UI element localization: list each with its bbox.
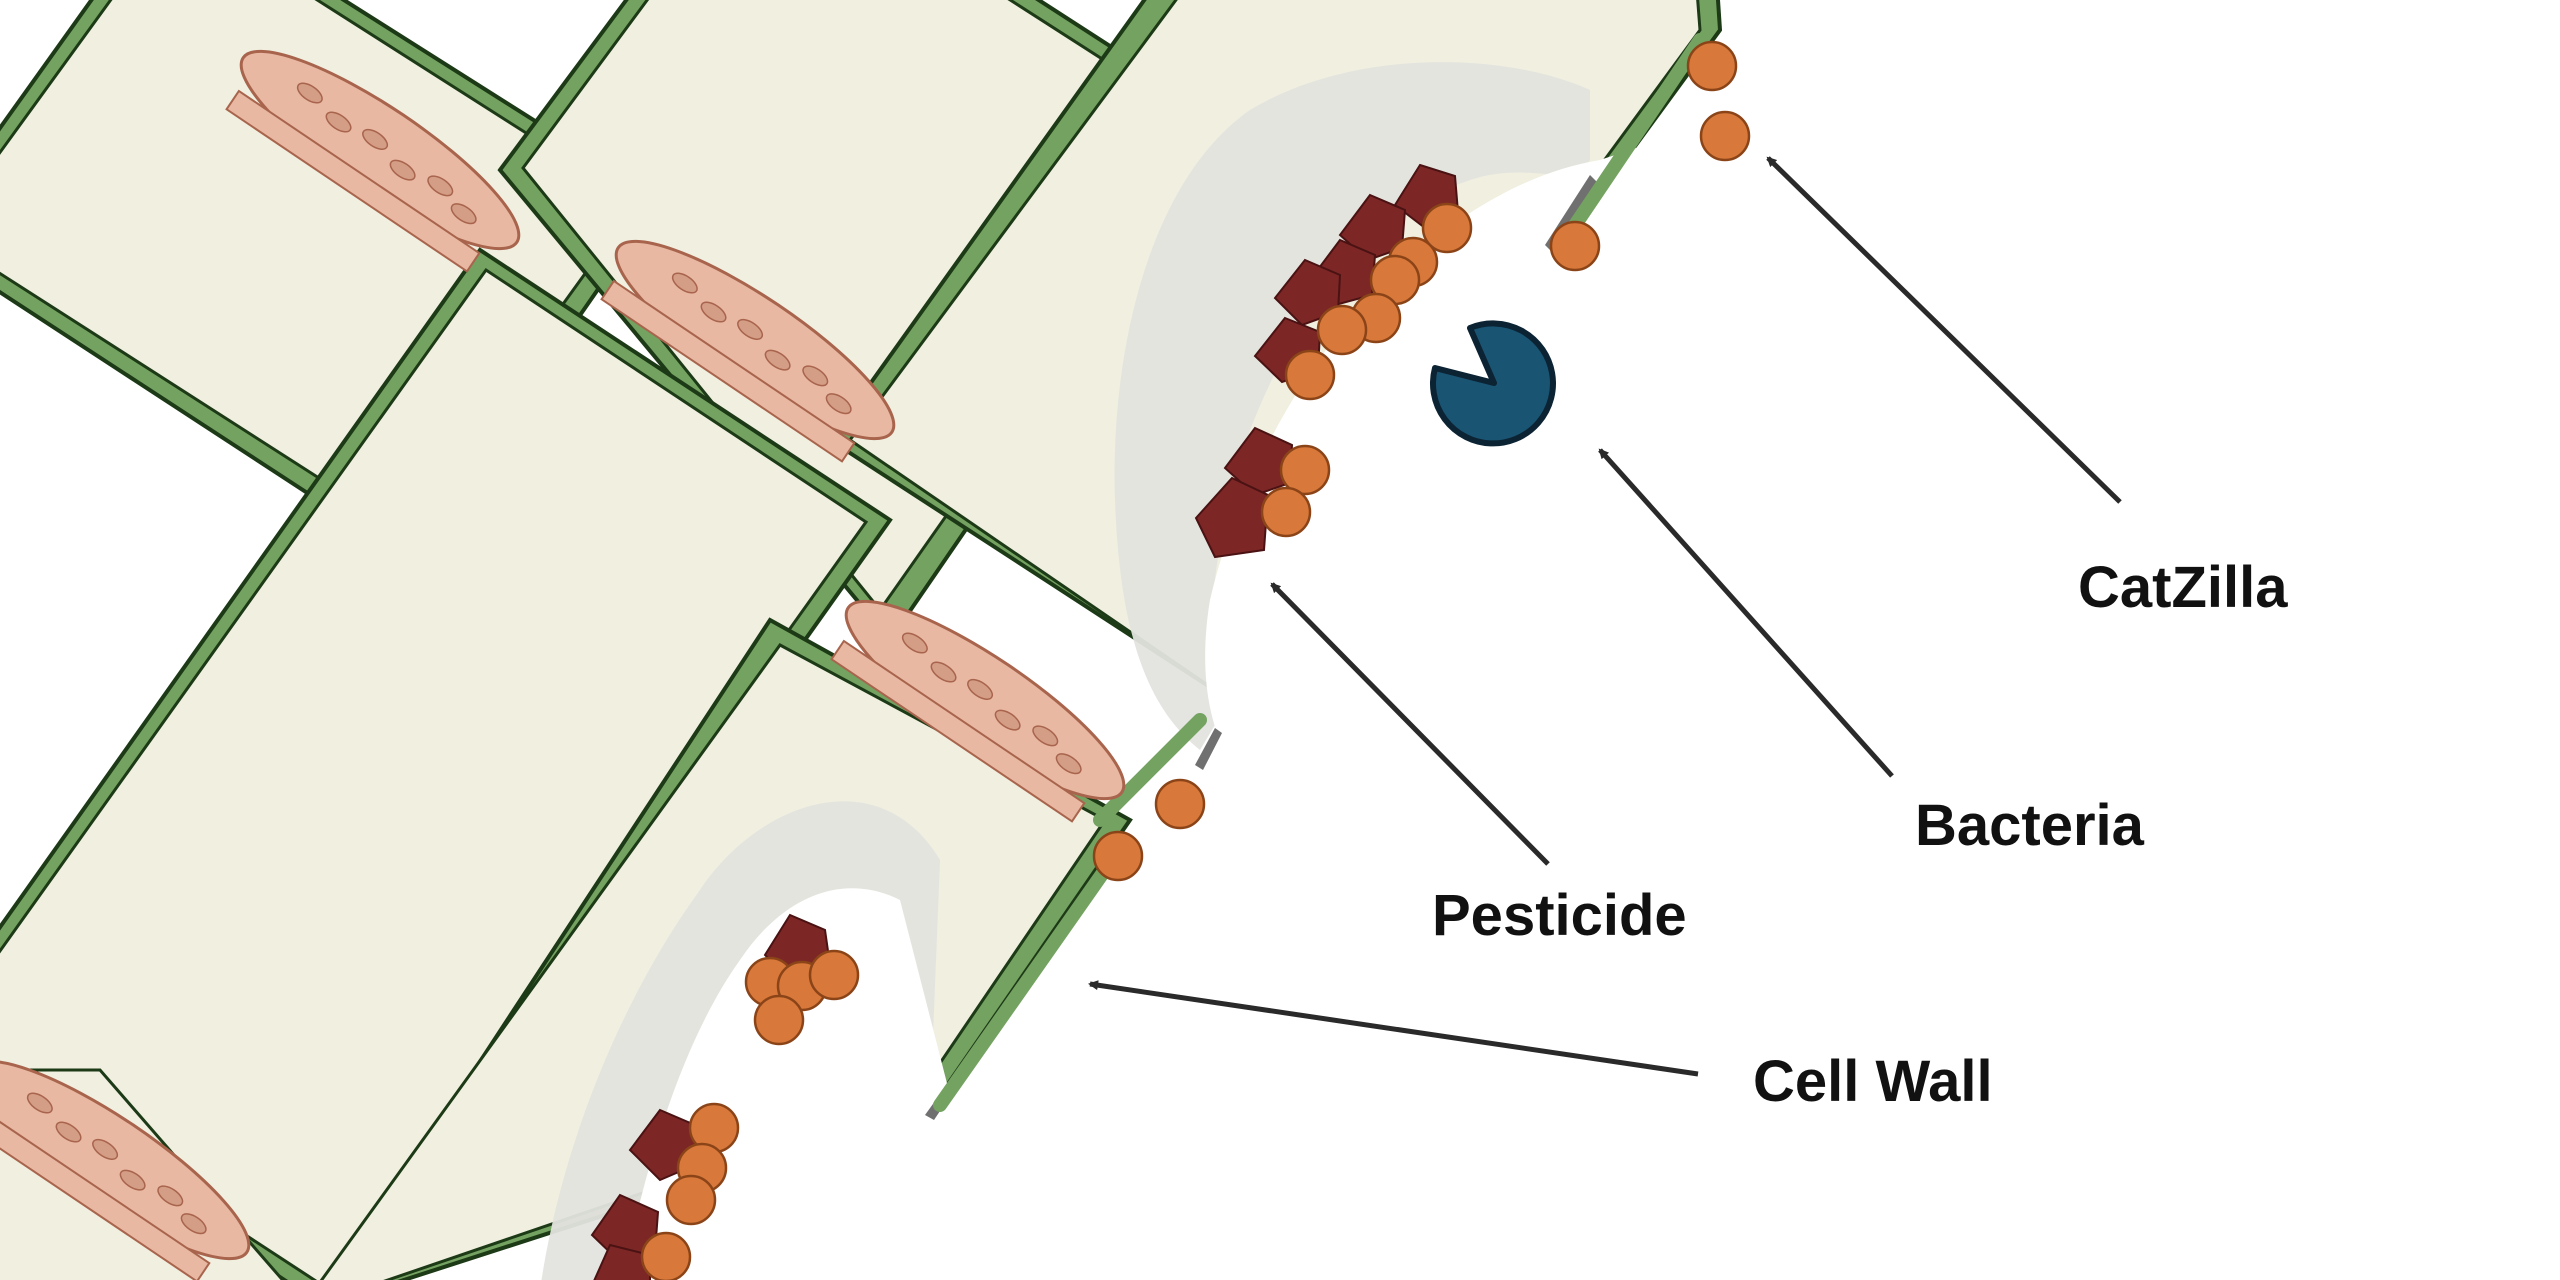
catzilla-particles (640, 40, 1751, 1280)
orange-particle-icon (1284, 349, 1336, 401)
orange-particle-icon (1316, 304, 1368, 356)
pit-field-3 (830, 599, 1126, 823)
orange-particle-icon (808, 949, 860, 1001)
orange-particle-icon (1092, 830, 1144, 882)
orange-particle-icon (1279, 444, 1331, 496)
catzilla-arrow (1766, 156, 2122, 504)
annotation-arrows (1088, 156, 2122, 1077)
pit-field-4 (0, 1059, 251, 1280)
orange-particle-icon (1699, 110, 1751, 162)
pit-field-1 (225, 49, 521, 273)
orange-particle-icon (1260, 486, 1312, 538)
orange-particle-icon (1154, 778, 1206, 830)
orange-particle-icon (1686, 40, 1738, 92)
pesticide-arrow (1270, 582, 1550, 866)
orange-particle-icon (665, 1174, 717, 1226)
catzilla-label: CatZilla (2078, 555, 2288, 620)
pit-field-2 (600, 239, 896, 463)
pentagon-pesticide-icon (593, 1243, 651, 1280)
cell-wall-arrow (1088, 980, 1699, 1077)
pentagon-pesticide-icon (1338, 193, 1407, 262)
pentagon-pesticide-icon (1194, 476, 1270, 559)
pentagon-pesticide-icon (1223, 426, 1294, 497)
labels: CatZilla Bacteria Pesticide Cell Wall (1432, 555, 2288, 1114)
bacteria-arrow (1598, 448, 1894, 778)
orange-particle-icon (753, 994, 805, 1046)
cell-wall-label: Cell Wall (1753, 1049, 1993, 1114)
pacman-bacteria-icon (1430, 320, 1556, 447)
bacteria-label: Bacteria (1915, 793, 2145, 858)
orange-particle-icon (1549, 220, 1601, 272)
pit-fields (0, 49, 1126, 1280)
pesticide-label: Pesticide (1432, 883, 1687, 948)
orange-particle-icon (1421, 202, 1473, 254)
orange-particle-icon (640, 1231, 692, 1280)
